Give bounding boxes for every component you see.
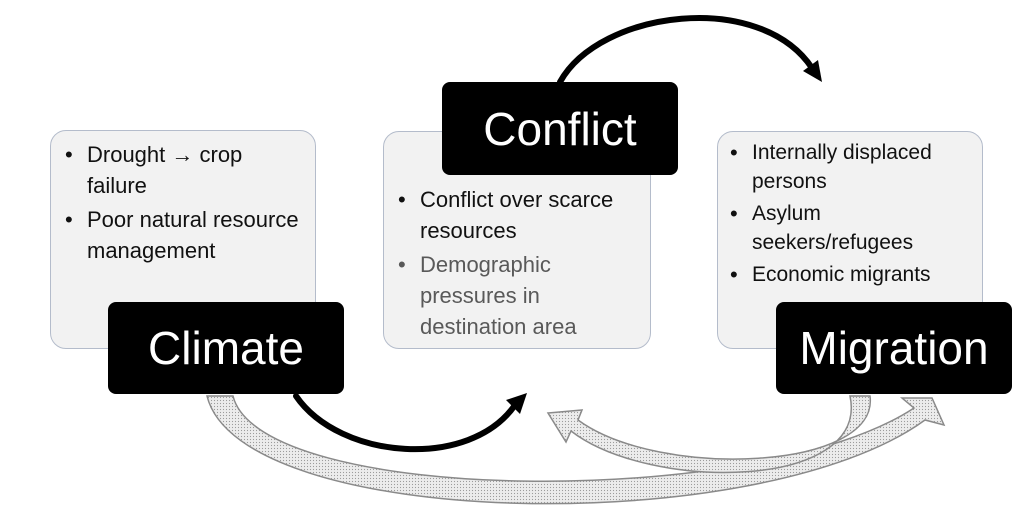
arrow-climate-to-conflict	[293, 393, 518, 453]
migration-bullet: Internally displaced persons	[726, 138, 974, 196]
migration-bullet: Economic migrants	[726, 260, 974, 289]
conflict-bullet: Conflict over scarce resources	[394, 184, 640, 246]
migration-bullet: Asylum seekers/refugees	[726, 199, 974, 257]
arrow-conflict-to-migration	[557, 15, 815, 85]
arrow-conflict-to-migration-head	[803, 60, 822, 82]
climate-bullet-list: Drought → crop failure Poor natural reso…	[61, 139, 305, 266]
climate-bullet: Poor natural resource management	[61, 204, 305, 266]
arrow-climate-to-migration	[206, 395, 946, 505]
climate-bullet: Drought → crop failure	[61, 139, 305, 201]
climate-label: Climate	[108, 302, 344, 394]
migration-bullet-list: Internally displaced persons Asylum seek…	[726, 138, 974, 289]
arrow-climate-to-conflict-head	[506, 393, 527, 414]
conflict-bullet-list: Conflict over scarce resources Demograph…	[394, 184, 640, 342]
conflict-label: Conflict	[442, 82, 678, 175]
migration-label: Migration	[776, 302, 1012, 394]
conflict-bullet: Demographic pressures in destination are…	[394, 249, 640, 342]
arrow-migration-to-conflict	[546, 395, 871, 474]
